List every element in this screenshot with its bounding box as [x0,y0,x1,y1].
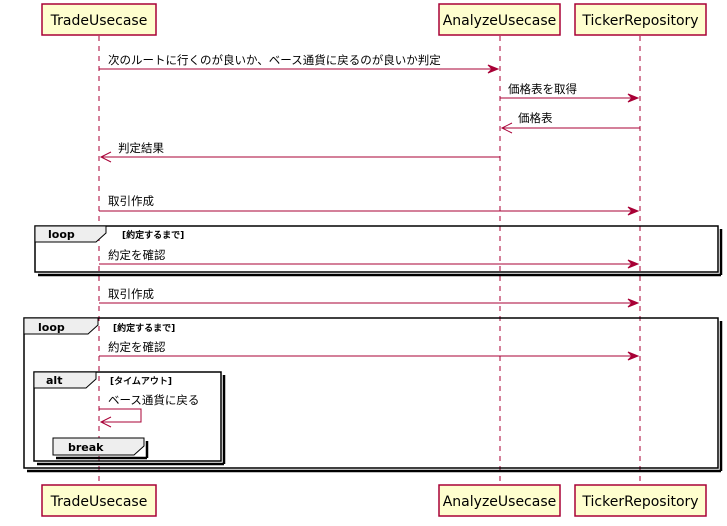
participant-ticker-top: TickerRepository [574,3,707,36]
message-decide-route: 次のルートに行くのが良いか、ベース通貨に戻るのが良いか判定 [99,53,500,74]
message-return-to-base-label: ベース通貨に戻る [108,393,199,407]
message-confirm-execution-1-label: 約定を確認 [108,248,166,262]
message-create-trade-2-label: 取引作成 [108,287,154,301]
message-get-price-table: 価格表を取得 [500,82,640,103]
participant-analyze-top: AnalyzeUsecase [438,3,561,36]
message-confirm-execution-1: 約定を確認 [99,248,640,269]
message-price-table-reply-label: 価格表 [518,111,553,125]
participant-analyze-label-bottom: AnalyzeUsecase [443,494,557,510]
message-decision-result: 判定結果 [99,141,500,163]
fragment-alt-condition: [タイムアウト] [110,375,172,387]
fragment-alt: alt [タイムアウト] [33,371,226,466]
message-confirm-execution-2-label: 約定を確認 [108,340,166,354]
message-decide-route-label: 次のルートに行くのが良いか、ベース通貨に戻るのが良いか判定 [108,53,441,67]
participant-ticker-label-top: TickerRepository [581,13,698,29]
message-decision-result-label: 判定結果 [118,141,164,155]
message-get-price-table-label: 価格表を取得 [508,82,577,96]
fragment-loop-2: loop [約定するまで] [23,317,723,473]
message-create-trade-1: 取引作成 [99,194,640,216]
participant-analyze-bottom: AnalyzeUsecase [438,484,561,517]
fragment-break: break [52,437,149,460]
message-create-trade-2: 取引作成 [99,287,640,308]
message-confirm-execution-2: 約定を確認 [99,340,640,361]
fragment-loop-2-condition: [約定するまで] [113,322,175,334]
participant-trade-top: TradeUsecase [41,3,157,36]
participant-trade-label-top: TradeUsecase [50,13,148,29]
fragment-loop-1-keyword: loop [48,228,75,241]
message-price-table-reply: 価格表 [500,111,640,134]
participant-analyze-label-top: AnalyzeUsecase [443,13,557,29]
fragment-break-keyword: break [68,441,104,454]
fragment-loop-2-keyword: loop [38,321,65,334]
fragment-loop-1: loop [約定するまで] [34,225,723,277]
fragment-alt-keyword: alt [46,374,62,387]
participant-trade-bottom: TradeUsecase [41,484,157,517]
participant-trade-label-bottom: TradeUsecase [50,494,148,510]
participant-ticker-label-bottom: TickerRepository [581,494,698,510]
participant-ticker-bottom: TickerRepository [574,484,707,517]
message-return-to-base: ベース通貨に戻る [99,393,199,428]
message-create-trade-1-label: 取引作成 [108,194,154,208]
fragment-loop-1-condition: [約定するまで] [122,229,184,241]
